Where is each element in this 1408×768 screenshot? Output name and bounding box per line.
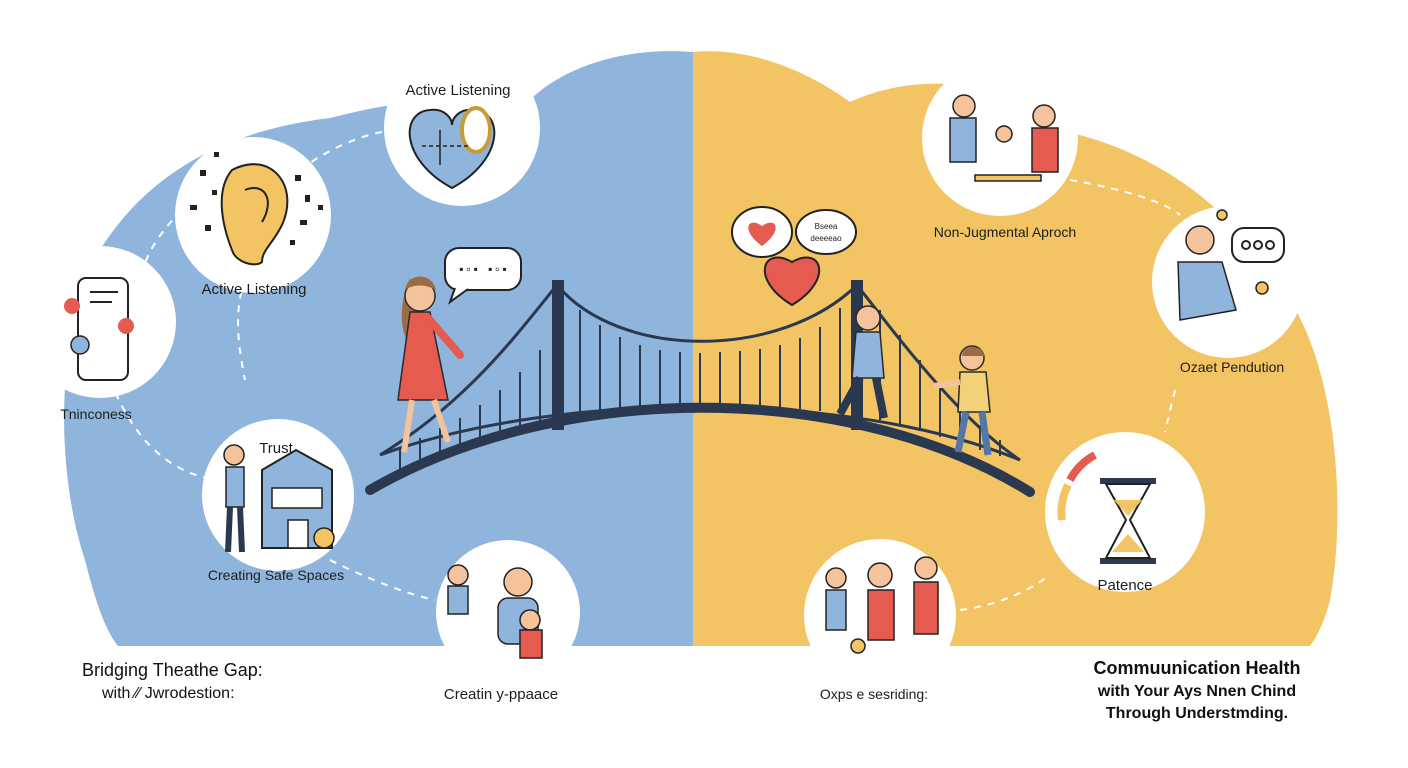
footer-left-title: Bridging Theathe Gap: [82,660,263,680]
svg-text:▪▫▪ ▪▫▪: ▪▫▪ ▪▫▪ [458,263,508,277]
label-patence: Patence [1097,577,1153,594]
label-creatin-y-ppaace: Creatin y‑ppaace [443,686,559,703]
badge-active-listening-top [384,50,540,206]
bubble-text: Bseea [815,222,838,231]
footer-left-subtitle: with ⁄⁄ Jwrodestion: [102,685,235,702]
label-ozaet-pendution: Ozaet Pendution [1179,359,1285,375]
badge-oxps [804,539,956,691]
footer-right: Commuunication Health with Your Ays Nnen… [1072,658,1322,723]
badge-ozaet-pendution [1152,206,1304,358]
house-icon [261,448,333,549]
label-non-judgmental: Non‑Jugmental Aproch [933,224,1077,240]
footer-right-line3: Through Understmding. [1105,705,1289,722]
hourglass-icon [1100,478,1156,564]
badge-trust [202,419,354,571]
badge-patence [1045,432,1205,592]
footer-right-line2: with Your Ays Nnen Chind [1097,683,1297,700]
label-creating-safe-spaces: Creating Safe Spaces [207,567,345,583]
label-tninconess: Tninconess [60,406,132,422]
badge-active-listening-ear [175,137,331,293]
svg-text:deeeeao: deeeeao [810,234,842,243]
label-active-listening-ear: Active Listening [201,281,307,298]
speech-bubble-icon: ▪▫▪ ▪▫▪ [444,247,522,305]
badge-creatin-space [436,540,580,684]
label-trust: Trust [259,440,293,457]
label-oxps-esriding: Oxps e sesriding: [819,686,929,702]
footer-left: Bridging Theathe Gap: with ⁄⁄ Jwrodestio… [82,660,263,703]
heart-speech-icon: Bseea deeeeao [731,206,857,307]
child-figure [933,345,992,456]
footer-right-title: Commuunication Health [1093,658,1301,678]
ear-icon [220,163,289,266]
badge-non-judgmental [922,60,1078,216]
man-figure [836,305,888,419]
label-active-listening-top: Active Listening [405,82,511,99]
badge-tninconess [24,246,176,398]
woman-figure [397,276,464,453]
